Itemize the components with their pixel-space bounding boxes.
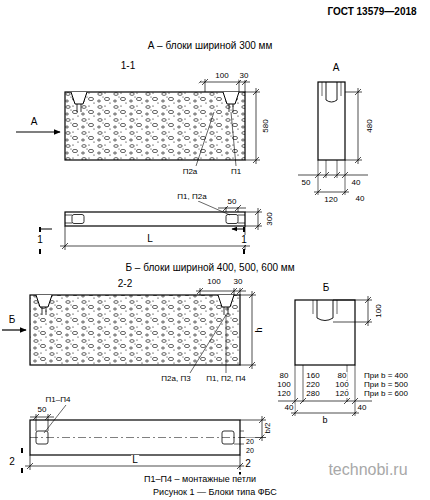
dimension-label: П1–П4: [45, 396, 72, 404]
dimension-label: А: [30, 117, 39, 127]
dimension-label: 40: [357, 404, 368, 412]
dimension-label: 40: [351, 179, 362, 187]
view-arrow: [2, 329, 26, 330]
dimension-label: h: [255, 326, 264, 333]
block-plan-wide: [22, 405, 266, 477]
dimension-label: 50: [37, 406, 48, 414]
dimension-label: 160: [305, 372, 320, 380]
dimension-label: 280: [305, 390, 320, 398]
block-end-300: [298, 82, 368, 195]
dimension-label: Б: [8, 315, 17, 325]
dimension-label: 100: [214, 72, 229, 80]
dimension-label: А: [332, 63, 341, 73]
dimension-label: 220: [305, 381, 320, 389]
block-front-300: [65, 92, 245, 160]
dimension-lines: [196, 79, 260, 166]
watermark: technobi.ru: [327, 462, 408, 478]
dimension-label: П2а, П3: [160, 375, 191, 383]
dimension-label: 2: [244, 459, 252, 469]
dimension-label: 80: [337, 372, 348, 380]
dimension-label: Б – блоки шириной 400, 500, 600 мм: [124, 263, 295, 273]
dimension-label: 20: [245, 447, 255, 454]
caption: Рисунок 1 — Блоки типа ФБС: [152, 488, 278, 497]
dimension-label: L: [146, 234, 154, 244]
dimension-label: При b = 500: [363, 381, 409, 389]
dimension-label: Б: [322, 283, 331, 293]
dimension-label: 40: [284, 404, 295, 412]
dimension-label: А – блоки шириной 300 мм: [147, 41, 274, 51]
view-arrow: [16, 131, 60, 132]
title: ГОСТ 13579—2018: [326, 7, 417, 17]
block-end-wide: [278, 296, 372, 416]
dimension-label: b: [321, 416, 328, 425]
block-plan-300: [40, 201, 262, 254]
dimension-label: П1, П2, П4: [205, 375, 247, 383]
dimension-label: L: [131, 455, 139, 465]
dimension-label: 30: [239, 72, 250, 80]
dimension-label: 100: [334, 381, 349, 389]
dimension-label: b/2: [264, 421, 272, 434]
dimension-label: 120: [276, 390, 291, 398]
dimension-label: 50: [301, 179, 312, 187]
dimension-label: 50: [227, 198, 238, 206]
dimension-label: 20: [245, 438, 255, 445]
dimension-label: П2а: [182, 168, 199, 176]
dimension-label: 1: [240, 235, 248, 245]
dimension-label: 300: [266, 211, 274, 226]
block-front-wide: [30, 288, 256, 373]
dimension-label: 100: [276, 381, 291, 389]
dimension-label: 580: [262, 118, 270, 133]
dimension-label: При b = 400: [363, 372, 409, 380]
dimension-label: П1, П2а: [176, 193, 207, 201]
dimension-label: 40: [355, 195, 366, 203]
dimension-label: При b = 600: [363, 390, 409, 398]
dimension-label: П1: [230, 168, 242, 176]
dimension-label: 100: [206, 278, 221, 286]
dimension-label: 100: [375, 303, 383, 318]
dimension-label: П1–П4 – монтажные петли: [143, 475, 257, 484]
dimension-label: 2-2: [117, 279, 133, 289]
dimension-label: 30: [233, 278, 244, 286]
dimension-label: 80: [279, 372, 290, 380]
dimension-label: 120: [334, 390, 349, 398]
dimension-label: 480: [366, 118, 374, 133]
dimension-label: 2: [8, 457, 16, 467]
dimension-label: 1: [36, 235, 44, 245]
dimension-label: 1-1: [120, 61, 136, 71]
dimension-label: 120: [323, 196, 338, 204]
